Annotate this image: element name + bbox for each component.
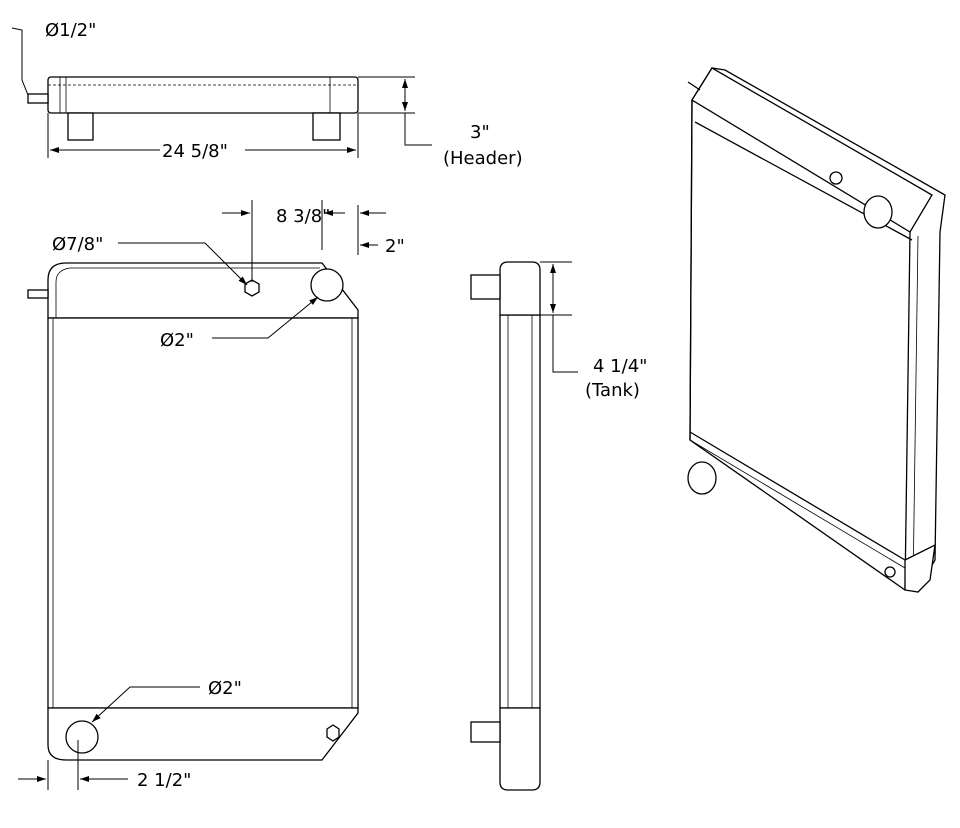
pipe [27, 93, 49, 104]
side-bottom-tank [499, 707, 541, 791]
foot-left [67, 112, 94, 141]
bottom-offset-label: 2 1/2" [137, 770, 191, 791]
tank-note: (Tank) [585, 380, 640, 401]
small-port-hex [244, 279, 260, 297]
leader [11, 27, 29, 96]
front-view: 8 3/8" 2" Ø7/8" Ø2" Ø2" 2 1/2" [18, 200, 405, 791]
width-label: 24 5/8" [162, 141, 228, 162]
iso-bottom-outlet [687, 461, 717, 495]
iso-pipe [687, 81, 701, 91]
bottom-tank [47, 707, 359, 761]
tank-inner-edge [55, 267, 320, 318]
iso-drain [884, 566, 896, 578]
iso-small-port [829, 171, 843, 185]
bottom-outlet-dia-label: Ø2" [208, 678, 242, 699]
iso-top-tank [691, 67, 933, 233]
header-height-label: 3" [470, 122, 490, 143]
iso-edge [689, 439, 906, 569]
leader [552, 315, 578, 373]
edge-offset-label: 2" [385, 236, 405, 257]
bottom-outlet [65, 720, 99, 754]
iso-edge [904, 231, 911, 591]
leader [118, 242, 248, 286]
side-view: 4 1/4" (Tank) [470, 261, 647, 791]
leader [404, 113, 432, 146]
header-note: (Header) [443, 148, 523, 169]
iso-bottom-corner [904, 543, 936, 593]
side-bottom-outlet [470, 721, 501, 743]
leader [91, 686, 200, 723]
leader [212, 296, 319, 339]
drain-hex [326, 724, 340, 742]
foot-right [312, 112, 341, 141]
pipe [27, 289, 49, 299]
pipe-dia-label: Ø1/2" [45, 20, 96, 41]
top-offset-label: 8 3/8" [276, 206, 330, 227]
iso-edge [912, 235, 919, 589]
tank-height-label: 4 1/4" [593, 356, 647, 377]
top-view: Ø1/2" 24 5/8" 3" (Header) [11, 20, 523, 169]
side-top-outlet [470, 274, 501, 300]
top-outlet [310, 268, 344, 302]
isometric-view [687, 67, 946, 593]
small-port-dia-label: Ø7/8" [52, 234, 103, 255]
iso-top-outlet [863, 195, 893, 229]
header-tank-top [47, 76, 359, 114]
iso-edge [689, 99, 693, 441]
core [47, 317, 359, 709]
side-core [499, 314, 541, 709]
iso-tank-seam [689, 431, 906, 561]
side-top-tank [499, 261, 541, 316]
top-outlet-dia-label: Ø2" [160, 330, 194, 351]
